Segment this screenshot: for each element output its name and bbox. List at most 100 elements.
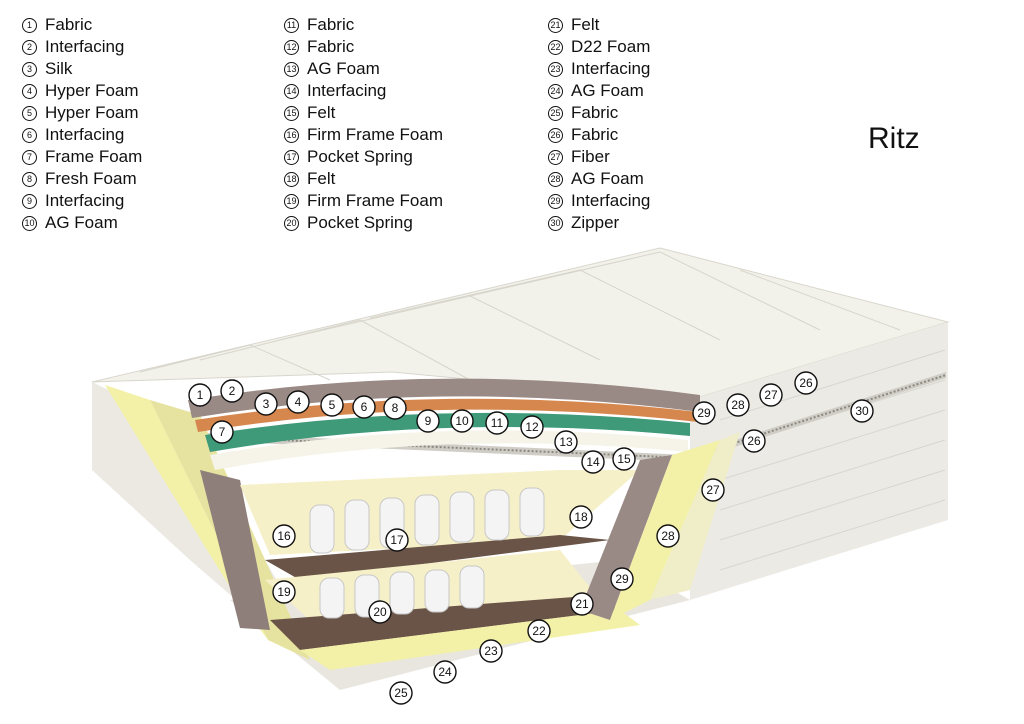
svg-text:15: 15 (617, 452, 631, 466)
svg-text:17: 17 (390, 533, 404, 547)
svg-text:24: 24 (438, 665, 452, 679)
svg-text:25: 25 (394, 686, 408, 700)
callout-7: 7 (210, 420, 234, 444)
svg-text:19: 19 (277, 585, 291, 599)
bottom-board (270, 595, 620, 650)
legend-label: D22 Foam (571, 37, 651, 56)
fiber-right (650, 432, 740, 600)
callout-25: 25 (389, 681, 413, 705)
legend-number: 9 (22, 193, 37, 209)
legend-number: 25 (548, 105, 563, 121)
svg-text:20: 20 (373, 605, 387, 619)
legend-number: 21 (548, 17, 563, 33)
legend-number: 23 (548, 61, 563, 77)
top-brown-layer (188, 378, 700, 418)
callout-16: 16 (272, 524, 296, 548)
legend-item: 25 Fabric (548, 102, 650, 124)
legend-number: 12 (284, 39, 299, 55)
legend-number: 24 (548, 83, 563, 99)
svg-text:21: 21 (575, 597, 589, 611)
legend-number: 15 (284, 105, 299, 121)
svg-text:28: 28 (731, 398, 745, 412)
legend-label: Fabric (571, 103, 619, 122)
svg-text:30: 30 (855, 404, 869, 418)
callout-2: 2 (220, 379, 244, 403)
svg-text:23: 23 (484, 644, 498, 658)
legend-label: Zipper (571, 213, 620, 232)
callout-19: 19 (272, 580, 296, 604)
legend-label: Firm Frame Foam (307, 191, 443, 210)
svg-text:11: 11 (491, 416, 504, 430)
svg-text:14: 14 (586, 455, 600, 469)
legend-number: 2 (22, 39, 37, 55)
legend-number: 7 (22, 149, 37, 165)
legend-label: Hyper Foam (45, 81, 139, 100)
legend-label: Interfacing (571, 59, 651, 78)
legend-number: 18 (284, 171, 299, 187)
legend-label: Interfacing (45, 37, 125, 56)
legend-label: AG Foam (571, 169, 644, 188)
legend-item: 18 Felt (284, 168, 443, 190)
legend-number: 30 (548, 215, 563, 231)
legend-number: 3 (22, 61, 37, 77)
svg-text:29: 29 (615, 572, 629, 586)
svg-text:4: 4 (295, 395, 302, 409)
mattress-right-side (690, 322, 948, 600)
legend-item: 10 AG Foam (22, 212, 142, 234)
legend-label: Frame Foam (45, 147, 143, 166)
legend-label: Felt (571, 15, 600, 34)
legend-number: 13 (284, 61, 299, 77)
legend-label: AG Foam (45, 213, 118, 232)
callout-21: 21 (570, 592, 594, 616)
svg-text:29: 29 (697, 406, 711, 420)
legend-label: Fabric (571, 125, 619, 144)
quilt-pattern (139, 251, 901, 381)
svg-text:26: 26 (747, 434, 761, 448)
legend-label: Fresh Foam (45, 169, 137, 188)
legend-number: 14 (284, 83, 299, 99)
legend-item: 14 Interfacing (284, 80, 443, 102)
green-layer (205, 412, 690, 452)
svg-text:2: 2 (229, 384, 236, 398)
legend-number: 10 (22, 215, 37, 231)
callout-8: 8 (383, 396, 407, 420)
callout-14: 14 (581, 450, 605, 474)
callout-30: 30 (850, 399, 874, 423)
mid-board (265, 535, 610, 580)
bottom-yellow (300, 610, 640, 670)
svg-text:22: 22 (532, 624, 546, 638)
legend-label: Fiber (571, 147, 610, 166)
callout-27-top: 27 (759, 383, 783, 407)
callout-24: 24 (433, 660, 457, 684)
legend-label: AG Foam (571, 81, 644, 100)
callout-17: 17 (385, 528, 409, 552)
legend-number: 20 (284, 215, 299, 231)
callout-23: 23 (479, 639, 503, 663)
callout-3: 3 (254, 392, 278, 416)
callout-5: 5 (320, 393, 344, 417)
legend-number: 16 (284, 127, 299, 143)
legend-label: Interfacing (307, 81, 387, 100)
legend-label: Felt (307, 169, 336, 188)
callout-26-top: 26 (794, 371, 818, 395)
svg-text:26: 26 (799, 376, 813, 390)
brown-frame-right (580, 455, 672, 620)
callout-13: 13 (554, 430, 578, 454)
legend-item: 30 Zipper (548, 212, 650, 234)
svg-text:7: 7 (219, 425, 226, 439)
callout-10: 10 (450, 409, 474, 433)
callout-22: 22 (527, 619, 551, 643)
